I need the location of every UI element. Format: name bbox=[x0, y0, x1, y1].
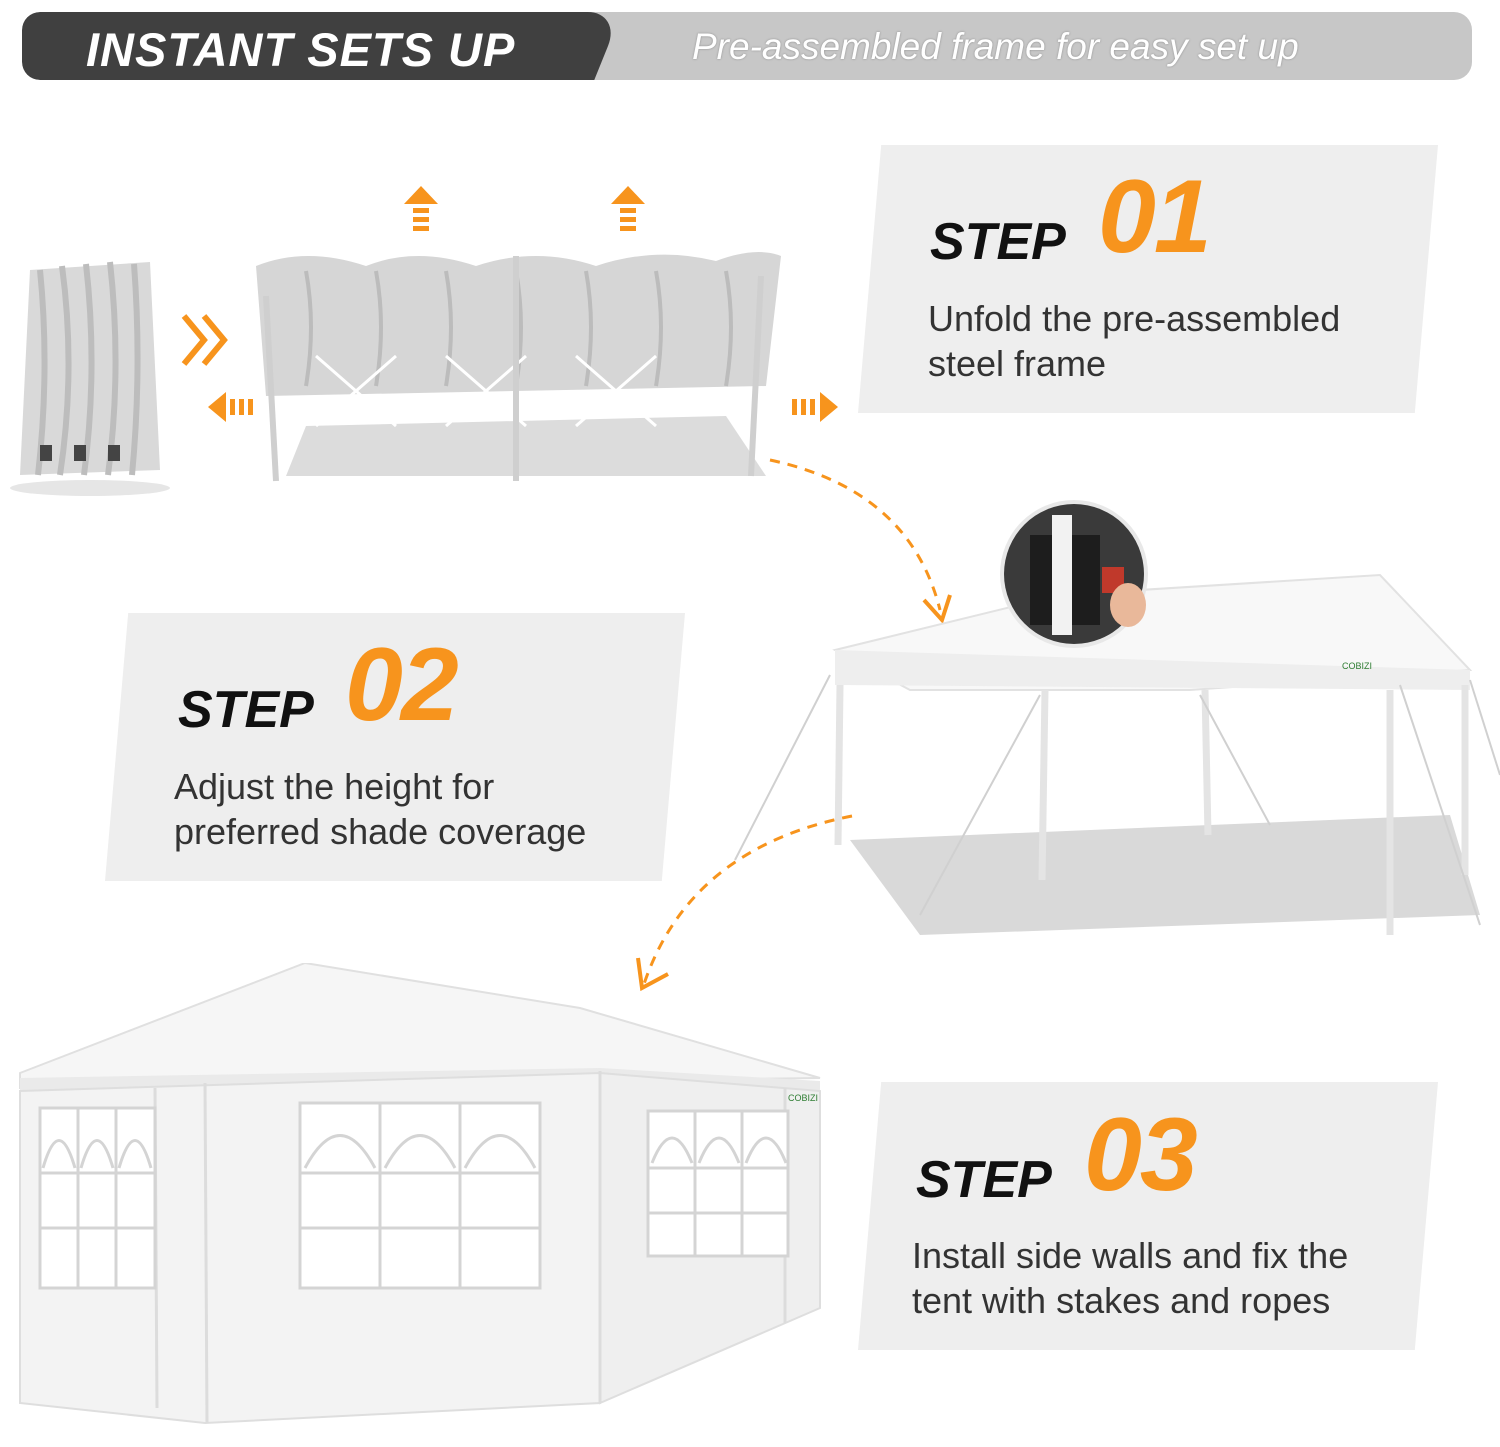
step-02-number: 02 bbox=[345, 627, 459, 743]
open-canopy-image: COBIZI bbox=[734, 500, 1500, 935]
step-01-description-line2: steel frame bbox=[928, 343, 1107, 384]
banner-title-block bbox=[22, 12, 578, 80]
step-02-panel bbox=[105, 613, 685, 881]
dashed-curve-arrow-icon bbox=[769, 458, 952, 624]
step-01-label: STEP bbox=[930, 213, 1066, 271]
step-03-panel bbox=[858, 1082, 1438, 1350]
dashed-curve-arrow-icon bbox=[636, 814, 853, 992]
step-02-label: STEP bbox=[178, 681, 314, 739]
banner-subtitle: Pre-assembled frame for easy set up bbox=[692, 26, 1299, 67]
step-03-description-line1: Install side walls and fix the bbox=[912, 1235, 1349, 1276]
step-03-number: 03 bbox=[1084, 1097, 1198, 1213]
folded-tent-image bbox=[10, 261, 170, 496]
step-03-description-line2: tent with stakes and ropes bbox=[912, 1280, 1331, 1321]
double-chevron-right-icon bbox=[181, 314, 228, 366]
header-banner: INSTANT SETS UP Pre-assembled frame for … bbox=[22, 12, 1472, 80]
banner-title: INSTANT SETS UP bbox=[86, 23, 516, 76]
unfolding-tent-image bbox=[256, 252, 781, 482]
step-02-description-line1: Adjust the height for bbox=[174, 766, 495, 807]
svg-text:COBIZI: COBIZI bbox=[788, 1093, 818, 1103]
step-01-panel bbox=[858, 145, 1438, 413]
step-01-description-line1: Unfold the pre-assembled bbox=[928, 298, 1341, 339]
svg-text:COBIZI: COBIZI bbox=[1342, 661, 1372, 671]
step-02-description-line2: preferred shade coverage bbox=[174, 811, 587, 852]
arrow-left-icon bbox=[208, 392, 253, 422]
arrow-up-icon bbox=[611, 186, 645, 231]
tent-with-walls-image: COBIZI bbox=[19, 963, 821, 1425]
step-03-label: STEP bbox=[916, 1151, 1052, 1209]
arrow-right-icon bbox=[792, 392, 838, 422]
arrow-up-icon bbox=[404, 186, 438, 231]
step-01-number: 01 bbox=[1098, 159, 1212, 275]
